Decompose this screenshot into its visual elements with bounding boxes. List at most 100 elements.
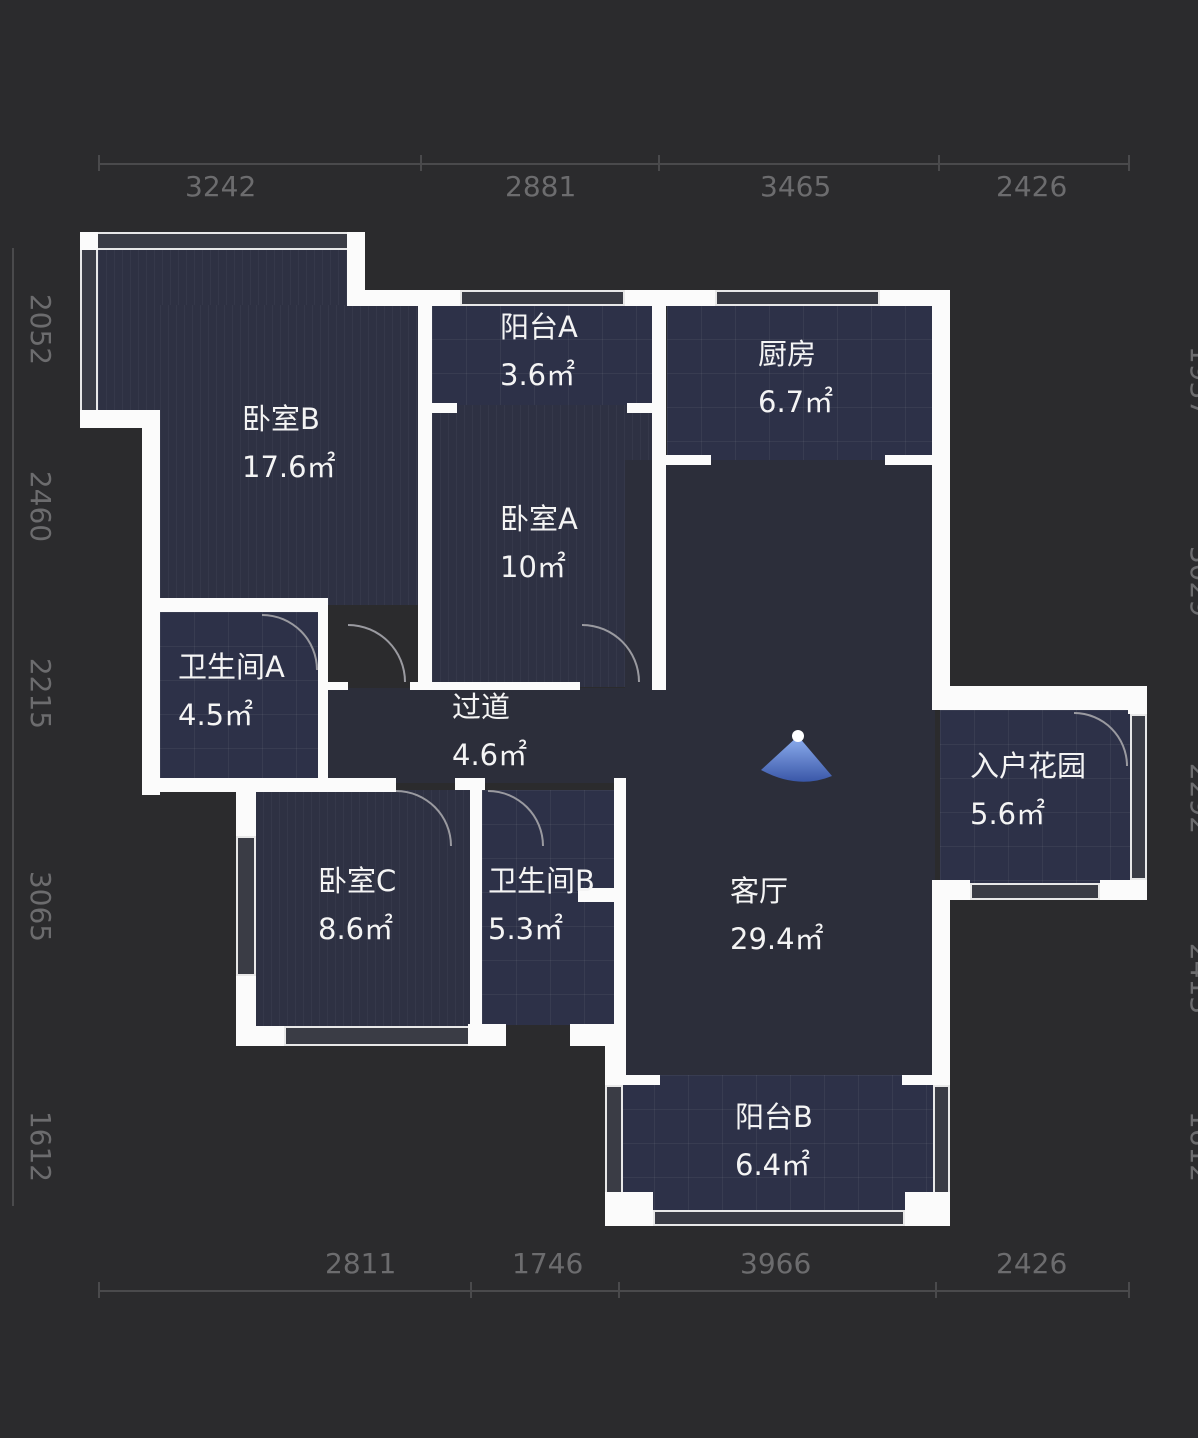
dimension-tick	[98, 1282, 100, 1298]
room-bathroom-b[interactable]	[482, 790, 614, 1025]
room-bedroom-c[interactable]	[255, 790, 470, 1030]
room-area: 5.6㎡	[970, 797, 1046, 831]
window	[1130, 714, 1147, 880]
bottom-dim-4: 2426	[996, 1247, 1068, 1280]
dimension-tick	[618, 1282, 620, 1298]
wall	[605, 1192, 653, 1226]
wall	[932, 686, 1147, 710]
door[interactable]	[348, 624, 406, 682]
dimension-tick	[938, 155, 940, 171]
wall	[652, 305, 666, 690]
left-dim-4: 3065	[24, 870, 58, 943]
wall	[142, 598, 328, 612]
room-label: 过道 4.6㎡	[452, 683, 527, 779]
window	[80, 232, 98, 422]
room-area: 4.5㎡	[178, 698, 254, 732]
left-dim-5: 1612	[24, 1110, 58, 1183]
wall	[627, 403, 652, 413]
left-dim-3: 2215	[24, 657, 58, 730]
room-label: 入户花园 5.6㎡	[970, 742, 1086, 838]
right-dim-2: 3029	[1184, 545, 1198, 618]
room-label: 阳台B 6.4㎡	[735, 1093, 813, 1189]
room-balcony-a[interactable]	[432, 305, 654, 405]
bottom-dim-2: 1746	[512, 1247, 584, 1280]
wall	[80, 232, 98, 250]
wall	[410, 682, 580, 690]
wall	[470, 782, 482, 1026]
wall	[666, 455, 711, 465]
room-name: 卧室C	[318, 864, 397, 898]
room-entry-garden[interactable]	[940, 710, 1132, 885]
room-label: 卫生间A 4.5㎡	[178, 643, 285, 739]
top-dim-2: 2881	[505, 170, 577, 203]
wall	[236, 1026, 284, 1046]
wall	[328, 682, 348, 690]
top-dimension-line	[98, 163, 1130, 165]
top-dim-1: 3242	[185, 170, 257, 203]
wall	[932, 880, 970, 900]
wall	[468, 1024, 506, 1046]
wall	[885, 455, 932, 465]
room-name: 阳台B	[735, 1100, 813, 1134]
top-dim-4: 2426	[996, 170, 1068, 203]
bottom-dim-1: 2811	[325, 1247, 397, 1280]
room-area: 5.3㎡	[488, 912, 564, 946]
wall	[347, 290, 460, 306]
wall	[432, 403, 457, 413]
wall	[578, 888, 614, 902]
dimension-tick	[420, 155, 422, 171]
wall	[614, 778, 626, 1078]
wall	[455, 778, 485, 790]
dimension-tick	[658, 155, 660, 171]
bottom-dim-3: 3966	[740, 1247, 812, 1280]
wall	[418, 305, 432, 690]
right-dim-4: 2413	[1184, 942, 1198, 1015]
right-dim-3: 2292	[1184, 762, 1198, 835]
dimension-tick	[935, 1282, 937, 1298]
dimension-tick	[98, 155, 100, 171]
view-direction-icon[interactable]	[758, 728, 838, 783]
room-corridor[interactable]	[320, 688, 630, 783]
wall	[932, 290, 950, 710]
room-area: 6.7㎡	[758, 385, 834, 419]
room-name: 过道	[452, 690, 511, 724]
window	[715, 290, 880, 306]
wall	[605, 1040, 626, 1080]
room-label: 客厅 29.4㎡	[730, 867, 824, 963]
window	[933, 1085, 950, 1195]
room-area: 4.6㎡	[452, 738, 528, 772]
window	[653, 1210, 905, 1226]
room-balcony-b[interactable]	[620, 1075, 938, 1215]
right-dim-5: 1612	[1184, 1110, 1198, 1183]
room-bedroom-b-main[interactable]	[160, 305, 422, 605]
wall	[625, 290, 715, 306]
room-area: 29.4㎡	[730, 922, 824, 956]
room-name: 卫生间A	[178, 650, 285, 684]
room-area: 3.6㎡	[500, 358, 576, 392]
bottom-dimension-line	[98, 1290, 1130, 1292]
dimension-tick	[1128, 155, 1130, 171]
wall	[318, 612, 328, 780]
dimension-tick	[470, 1282, 472, 1298]
wall	[142, 778, 396, 792]
window	[236, 836, 256, 976]
room-name: 入户花园	[970, 749, 1087, 783]
room-area: 6.4㎡	[735, 1148, 811, 1182]
room-kitchen[interactable]	[667, 305, 932, 460]
left-dim-1: 2052	[24, 293, 58, 366]
window	[284, 1026, 470, 1046]
right-dim-1: 1937	[1184, 345, 1198, 418]
room-area: 10㎡	[500, 550, 566, 584]
window	[970, 883, 1100, 900]
wall	[1128, 686, 1147, 714]
left-dimension-line	[12, 248, 14, 1206]
wall	[605, 1075, 660, 1085]
room-area: 17.6㎡	[242, 450, 336, 484]
wall	[905, 1192, 950, 1226]
room-name: 客厅	[730, 874, 789, 908]
room-name: 卫生间B	[488, 864, 595, 898]
